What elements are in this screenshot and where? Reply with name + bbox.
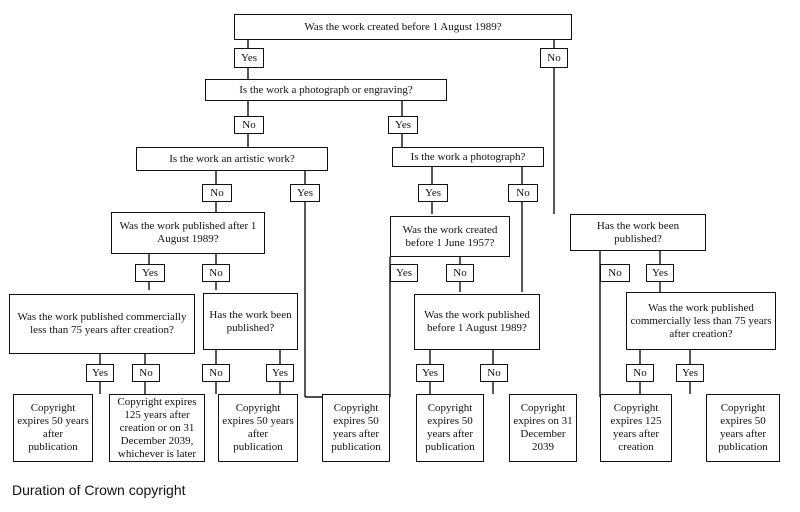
- answer-no: No: [132, 364, 160, 382]
- question-photograph: Is the work a photograph?: [392, 147, 544, 167]
- outcome-31-december-2039: Copyright expires on 31 December 2039: [509, 394, 577, 462]
- outcome-50-years-after-publication: Copyright expires 50 years after publica…: [218, 394, 298, 462]
- question-has-been-published-mid: Has the work been published?: [203, 293, 298, 350]
- question-created-before-1957: Was the work created before 1 June 1957?: [390, 216, 510, 257]
- answer-yes: Yes: [418, 184, 448, 202]
- question-published-before-1989: Was the work published before 1 August 1…: [414, 294, 540, 350]
- outcome-50-years-after-publication: Copyright expires 50 years after publica…: [13, 394, 93, 462]
- question-commercial-75-left: Was the work published commercially less…: [9, 294, 195, 354]
- outcome-50-years-after-publication: Copyright expires 50 years after publica…: [706, 394, 780, 462]
- question-photo-or-engraving: Is the work a photograph or engraving?: [205, 79, 447, 101]
- outcome-125-years-or-2039: Copyright expires 125 years after creati…: [109, 394, 205, 462]
- question-commercial-75-right: Was the work published commercially less…: [626, 292, 776, 350]
- answer-yes: Yes: [388, 116, 418, 134]
- answer-no: No: [234, 116, 264, 134]
- answer-yes: Yes: [266, 364, 294, 382]
- figure-caption: Duration of Crown copyright: [12, 482, 186, 498]
- question-created-before-1989: Was the work created before 1 August 198…: [234, 14, 572, 40]
- outcome-50-years-after-publication: Copyright expires 50 years after publica…: [416, 394, 484, 462]
- answer-yes: Yes: [676, 364, 704, 382]
- answer-yes: Yes: [234, 48, 264, 68]
- answer-no: No: [626, 364, 654, 382]
- answer-yes: Yes: [86, 364, 114, 382]
- answer-yes: Yes: [290, 184, 320, 202]
- question-artistic-work: Is the work an artistic work?: [136, 147, 328, 171]
- answer-no: No: [202, 184, 232, 202]
- outcome-125-years-after-creation: Copyright expires 125 years after creati…: [600, 394, 672, 462]
- outcome-50-years-after-publication: Copyright expires 50 years after publica…: [322, 394, 390, 462]
- answer-no: No: [480, 364, 508, 382]
- answer-yes: Yes: [135, 264, 165, 282]
- answer-no: No: [508, 184, 538, 202]
- answer-yes: Yes: [390, 264, 418, 282]
- question-has-been-published-right: Has the work been published?: [570, 214, 706, 251]
- answer-yes: Yes: [416, 364, 444, 382]
- answer-no: No: [446, 264, 474, 282]
- answer-no: No: [202, 364, 230, 382]
- answer-no: No: [600, 264, 630, 282]
- answer-no: No: [202, 264, 230, 282]
- question-published-after-1989: Was the work published after 1 August 19…: [111, 212, 265, 254]
- answer-no: No: [540, 48, 568, 68]
- answer-yes: Yes: [646, 264, 674, 282]
